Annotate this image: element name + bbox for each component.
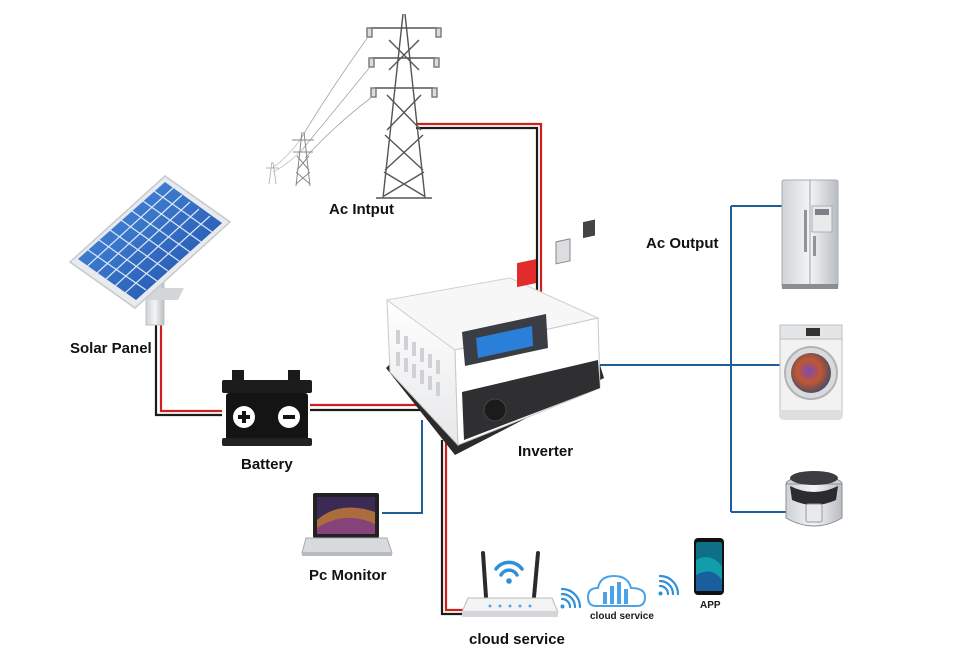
smartphone-icon (694, 538, 724, 595)
wifi-signal-icon (494, 560, 524, 577)
cloud-icon (586, 574, 647, 607)
solar-panel-icon (68, 175, 232, 326)
solar-panel-label: Solar Panel (70, 340, 152, 357)
wifi-signal-icon (658, 574, 680, 596)
refrigerator-icon (781, 179, 839, 289)
ac-input-label: Ac Intput (329, 201, 394, 218)
ac-output-label: Ac Output (646, 235, 719, 252)
wifi-signal-icon (560, 587, 582, 609)
battery-label: Battery (241, 456, 293, 473)
transmission-tower-icon (266, 13, 442, 199)
wifi-router-icon (461, 551, 559, 617)
rice-cooker-icon (785, 471, 843, 527)
app-label: APP (700, 600, 721, 611)
wiring (154, 122, 788, 616)
inverter-label: Inverter (518, 443, 574, 460)
laptop-icon (301, 493, 393, 556)
washing-machine-icon (779, 324, 843, 420)
pc-monitor-label: Pc Monitor (309, 567, 387, 584)
inverter-icon (385, 219, 604, 455)
cloud-service-label: cloud service (590, 611, 654, 622)
router-cloud-service-label: cloud service (469, 631, 565, 648)
car-battery-icon (222, 370, 312, 446)
